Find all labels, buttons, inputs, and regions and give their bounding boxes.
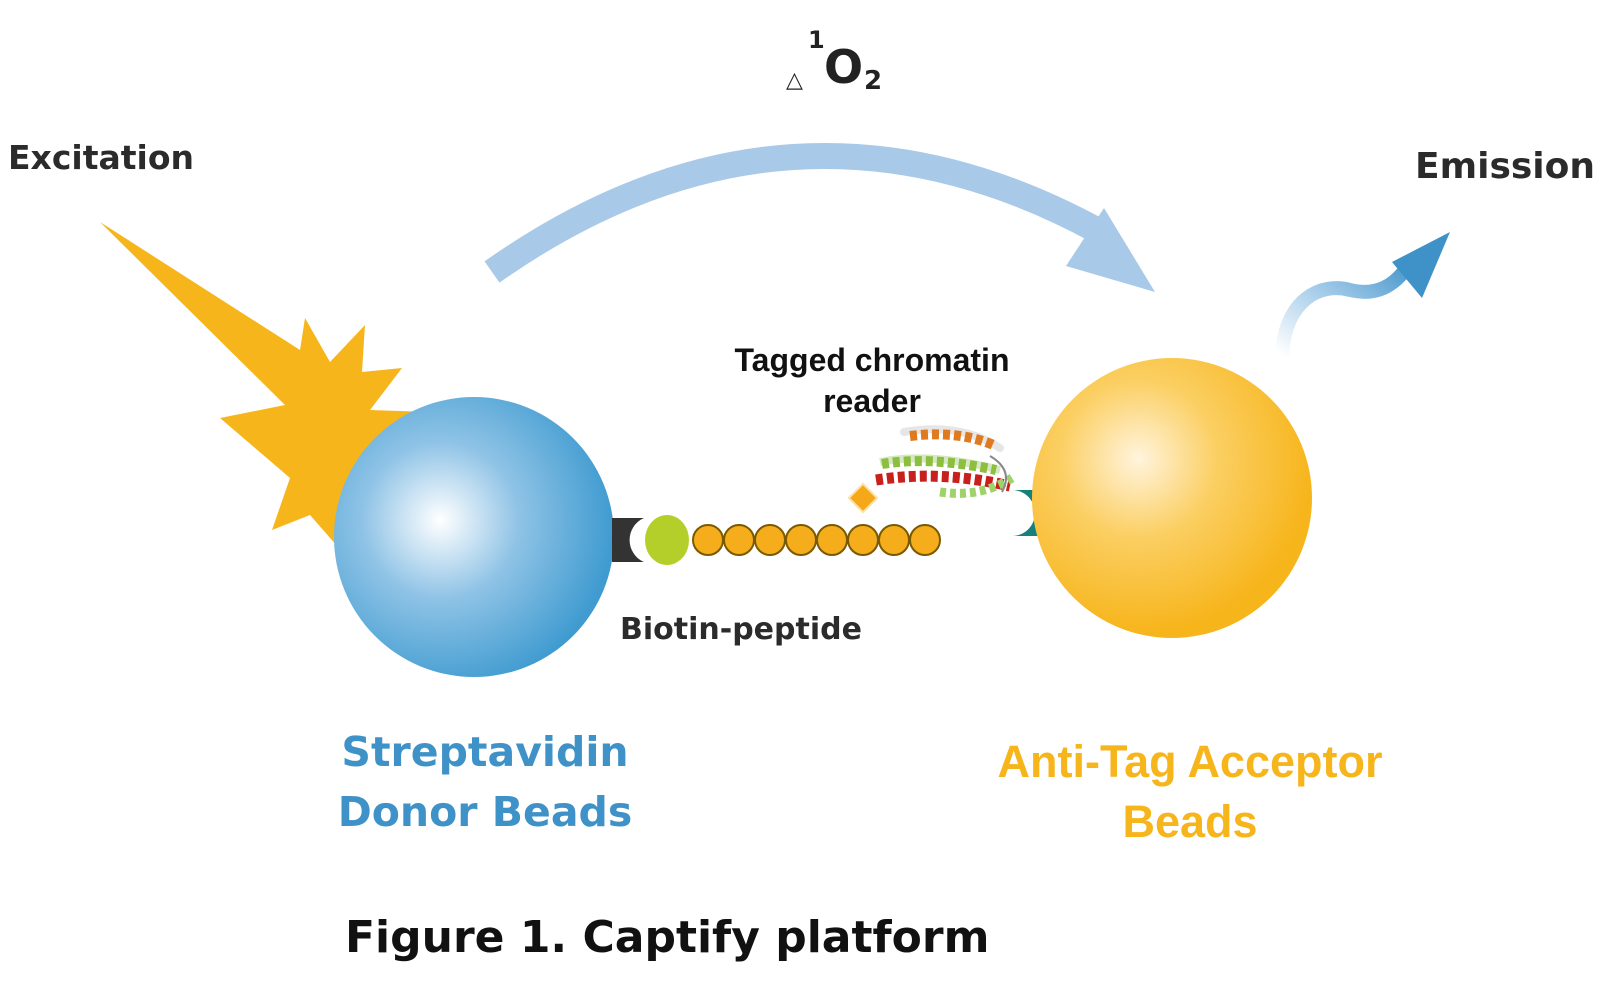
tagged-reader-label: Tagged chromatin reader <box>734 342 1010 419</box>
transfer-arrow-icon <box>484 142 1155 292</box>
donor-beads-label: Streptavidin Donor Beads <box>337 728 633 836</box>
biotin-peptide-label: Biotin-peptide <box>620 612 862 647</box>
singlet-oxygen-subscript: 2 <box>864 66 883 96</box>
tag-diamond <box>847 482 879 514</box>
singlet-oxygen-superscript: 1 <box>808 26 825 54</box>
emission-arrow-icon <box>1275 232 1450 362</box>
acceptor-beads-label: Anti-Tag Acceptor Beads <box>997 736 1383 847</box>
emission-label: Emission <box>1415 146 1595 187</box>
excitation-label: Excitation <box>8 138 194 177</box>
protein-ribbon-icon <box>875 425 1015 498</box>
acceptor-bead <box>1032 358 1312 638</box>
triangle-icon: △ <box>786 68 803 93</box>
donor-bead <box>334 397 614 677</box>
singlet-oxygen-element: O <box>824 40 864 94</box>
streptavidin-linker <box>612 518 644 562</box>
biotin <box>645 515 689 565</box>
figure-caption: Figure 1. Captify platform <box>345 912 990 963</box>
peptide-chain <box>692 524 941 556</box>
